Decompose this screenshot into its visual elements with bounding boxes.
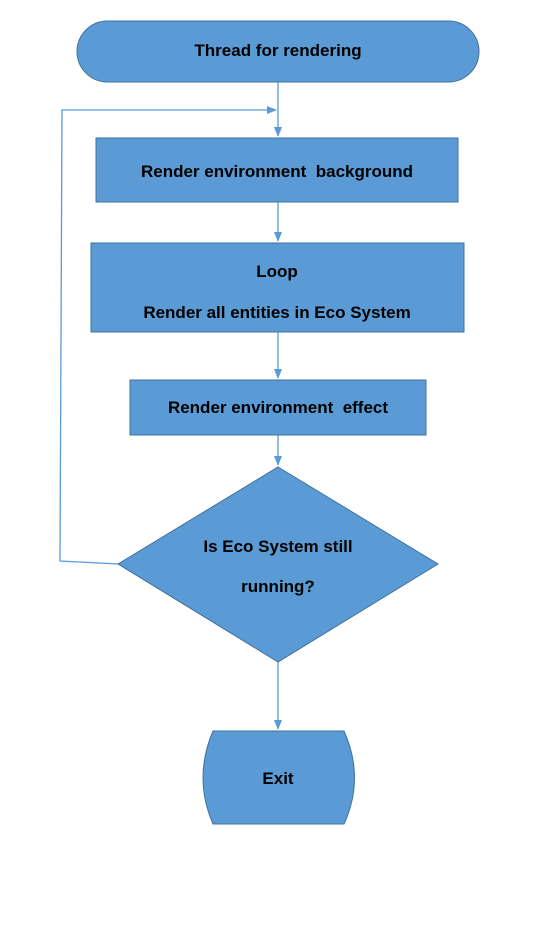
render-entities-label: Render all entities in Eco System: [143, 303, 410, 322]
start-terminator: Thread for rendering: [76, 20, 480, 83]
exit-label: Exit: [262, 769, 294, 788]
running-decision: Is Eco System still running?: [117, 466, 439, 663]
decision-label-line2: running?: [241, 577, 315, 596]
render-entities-loop-step: Loop Render all entities in Eco System: [90, 242, 465, 333]
decision-label-line1: Is Eco System still: [203, 537, 352, 556]
exit-terminator: Exit: [202, 730, 355, 825]
render-effect-step: Render environment effect: [129, 379, 427, 436]
render-effect-label: Render environment effect: [168, 398, 388, 417]
render-background-step: Render environment background: [95, 137, 459, 203]
connector-loop-back: [59, 106, 277, 565]
loop-label: Loop: [256, 262, 298, 281]
start-label: Thread for rendering: [194, 41, 361, 60]
render-background-label: Render environment background: [141, 162, 413, 181]
